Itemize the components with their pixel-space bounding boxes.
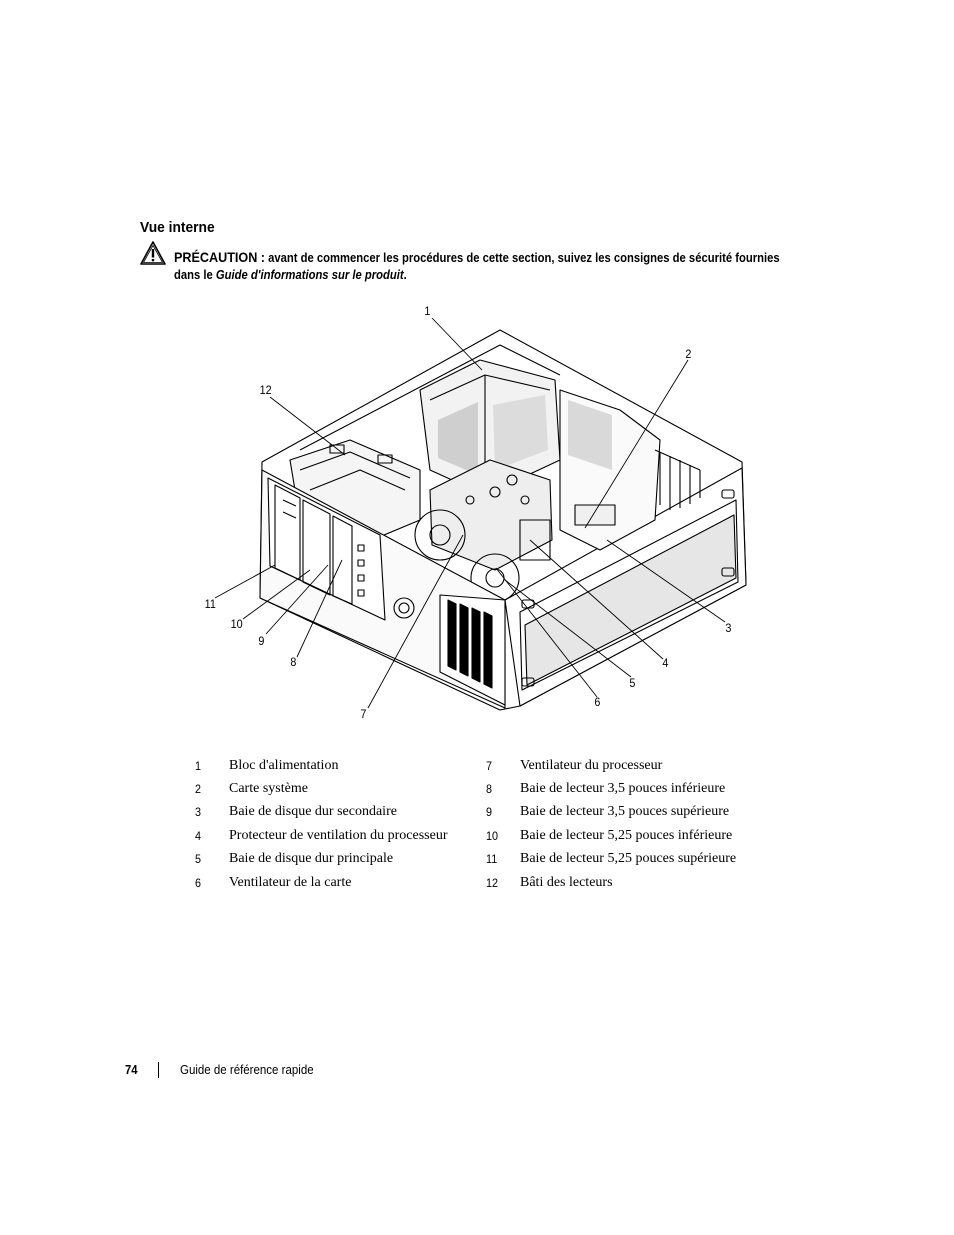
page-number: 74 [125,1063,138,1077]
callout-4: 4 [662,656,669,670]
caution-reference: Guide d'informations sur le produit [215,268,404,282]
footer-title: Guide de référence rapide [180,1063,314,1077]
legend-label: Ventilateur du processeur [520,758,663,773]
legend-number: 8 [486,782,493,796]
legend-label: Bâti des lecteurs [520,875,613,890]
callout-8: 8 [290,655,297,669]
processor-shroud-shape [429,459,553,571]
legend-number: 3 [195,805,202,819]
legend-number: 7 [486,759,493,773]
callout-11: 11 [204,597,216,611]
legend-number: 2 [195,782,202,796]
caution-lead: PRÉCAUTION : [174,249,266,265]
legend-label: Baie de lecteur 3,5 pouces supérieure [520,804,730,819]
legend-label: Baie de disque dur secondaire [229,804,397,819]
callout-3: 3 [725,621,732,635]
callout-7: 7 [360,707,367,721]
computer-interior-illustration [214,317,747,711]
footer-divider [158,1062,159,1078]
warning-triangle-icon [140,241,166,265]
callout-12: 12 [259,383,272,397]
legend-number: 10 [486,829,499,843]
callout-10: 10 [230,617,243,631]
legend-label: Baie de disque dur principale [229,851,394,866]
legend-label: Protecteur de ventilation du processeur [229,828,448,843]
legend-label: Baie de lecteur 5,25 pouces inférieure [520,828,733,843]
legend-label: Carte système [229,781,308,796]
legend-number: 12 [486,876,499,890]
callout-6: 6 [594,695,601,709]
caution-notice: PRÉCAUTION : avant de commencer les proc… [174,249,786,284]
caution-body: avant de commencer les procédures de cet… [174,251,780,282]
section-title: Vue interne [140,219,215,236]
legend-label: Baie de lecteur 5,25 pouces supérieure [520,851,737,866]
legend-number: 5 [195,852,202,866]
legend-number: 9 [486,805,493,819]
caution-end: . [403,268,407,282]
legend-label: Baie de lecteur 3,5 pouces inférieure [520,781,726,796]
legend-label: Ventilateur de la carte [229,875,352,890]
callout-5: 5 [629,676,636,690]
legend-number: 1 [195,759,202,773]
legend-number: 4 [195,829,202,843]
legend-number: 11 [486,852,498,866]
callout-9: 9 [258,634,265,648]
callout-2: 2 [685,347,692,361]
legend-label: Bloc d'alimentation [229,758,339,773]
legend-number: 6 [195,876,202,890]
callout-1: 1 [424,304,431,318]
